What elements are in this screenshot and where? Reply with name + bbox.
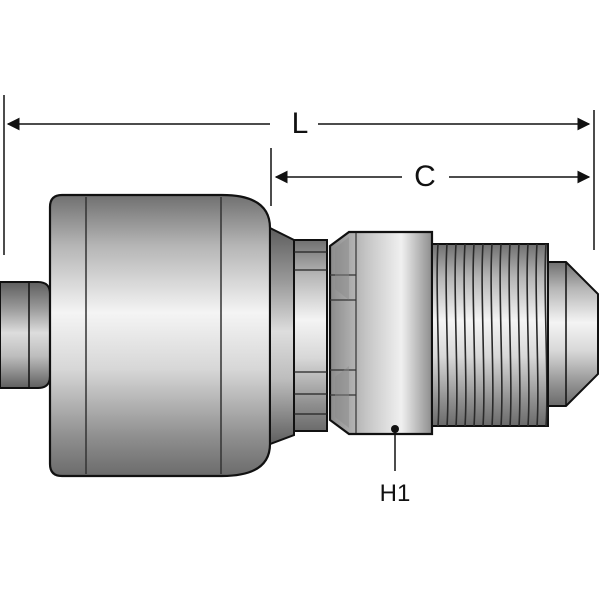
thread-line [436, 243, 440, 427]
thread-line [481, 243, 485, 427]
coupling-length-label: C [414, 160, 436, 193]
thread-line [544, 243, 548, 427]
thread-line [499, 243, 503, 427]
threaded-nipple [431, 243, 549, 427]
thread-line [535, 243, 539, 427]
thread-line [526, 243, 530, 427]
overall-length-label: L [292, 107, 309, 140]
hose-stem [0, 281, 51, 389]
hex-callout-point [391, 425, 399, 433]
shell-neck [269, 226, 295, 446]
hex-callout-label: H1 [380, 480, 411, 507]
thread-line [445, 243, 449, 427]
thread-line [472, 243, 476, 427]
ferrule-shell [48, 193, 272, 478]
thread-line [463, 243, 467, 427]
collar [293, 239, 328, 432]
fitting-tip [547, 261, 599, 407]
thread-line [490, 243, 494, 427]
hex-chamfer-lower [335, 366, 349, 428]
thread-line [508, 243, 512, 427]
thread-line [517, 243, 521, 427]
thread-lines [436, 243, 548, 427]
hex-chamfer-upper [335, 237, 349, 300]
thread-line [454, 243, 458, 427]
